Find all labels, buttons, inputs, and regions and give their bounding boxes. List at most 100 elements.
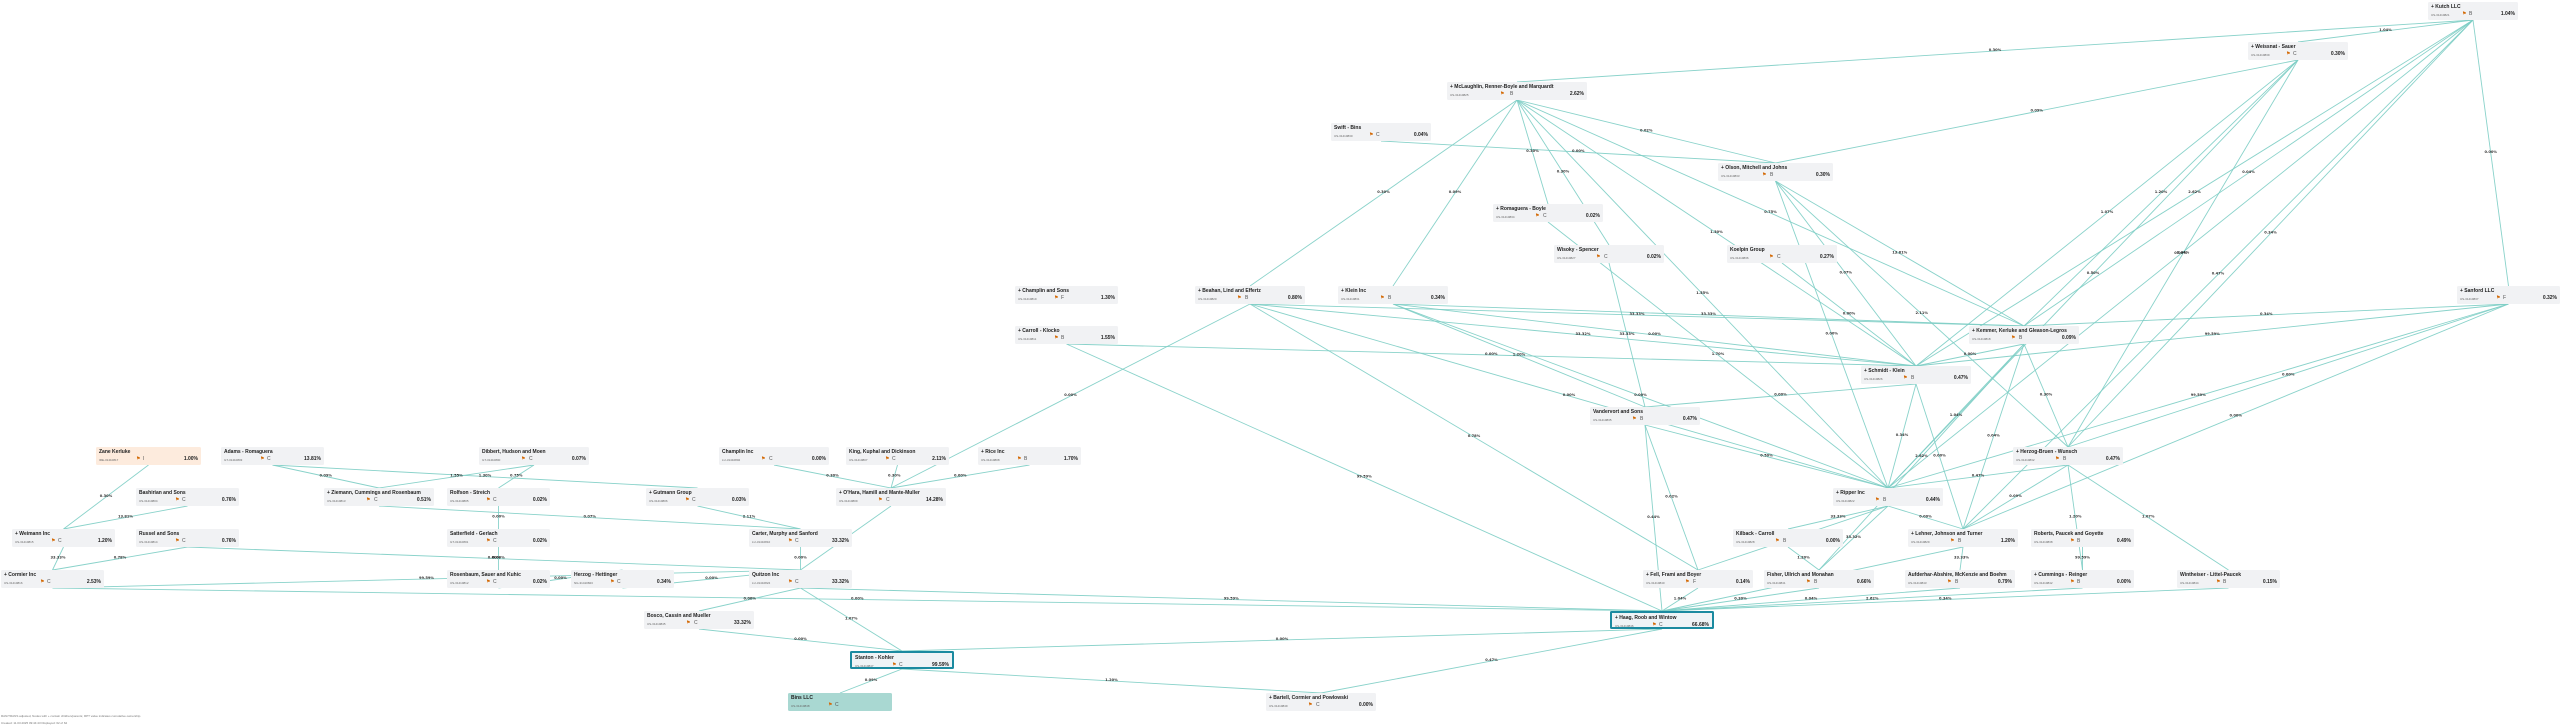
footer-note: RAN/TRANS adjusted, Nodes with + contain… xyxy=(1,714,142,718)
ownership-percent: 0.04% xyxy=(1413,132,1428,138)
entity-name: Zane Kerluke xyxy=(99,449,131,455)
entity-type-icon: B xyxy=(2077,579,2081,585)
entity-registry-id: LU-31410810 xyxy=(752,540,771,544)
entity-type-icon: C xyxy=(835,702,839,708)
entity-name: Koelpin Group xyxy=(1730,247,1765,253)
ownership-edge xyxy=(1887,343,2025,489)
entity-name: King, Kuphal and Dickinson xyxy=(849,449,916,455)
entity-name: + Ripper Inc xyxy=(1836,490,1865,496)
flag-icon: ⚑ xyxy=(486,497,491,503)
flag-icon: ⚑ xyxy=(788,538,793,544)
ownership-edge xyxy=(1516,99,1889,489)
edge-percent-label: 0.44% xyxy=(1647,515,1660,519)
edge-percent-label: 0.78% xyxy=(1468,434,1481,438)
edge-percent-label: 1.07% xyxy=(2142,515,2155,519)
edge-percent-label: 33.32% xyxy=(1576,332,1591,336)
ownership-edge xyxy=(1887,383,1917,489)
entity-name: Quitzon Inc xyxy=(752,572,780,578)
ownership-edge xyxy=(800,587,1663,612)
entity-name: + Klein Inc xyxy=(1341,288,1367,294)
ownership-edge xyxy=(890,464,1030,489)
entity-type-icon: F xyxy=(1061,295,1065,301)
ownership-percent: 1.20% xyxy=(2000,538,2015,544)
entity-name: Stanton - Kohler xyxy=(855,655,894,661)
edge-percent-label: 0.04% xyxy=(1805,597,1818,601)
entity-registry-id: US-31410813 xyxy=(327,499,346,503)
ownership-edge xyxy=(1959,546,1964,571)
edge-percent-label: 0.30% xyxy=(2040,393,2053,397)
ownership-edge xyxy=(1661,587,1961,612)
ownership-edge xyxy=(498,464,535,489)
entity-registry-id: US-31410808 xyxy=(981,458,1000,462)
entity-name: + Carroll - Klocko xyxy=(1018,328,1060,334)
edge-percent-label: 0.00% xyxy=(492,515,505,519)
entity-registry-id: US-31410837 xyxy=(2460,297,2479,301)
entity-name: Russel and Sons xyxy=(139,531,180,537)
entity-node-mclaughlin[interactable]: + McLaughlin, Renner-Boyle and Marquardt… xyxy=(1447,82,1587,100)
ownership-edge xyxy=(272,464,698,489)
edge-percent-label: 2.62% xyxy=(1915,454,1928,458)
flag-icon: ⚑ xyxy=(686,620,691,626)
flag-icon: ⚑ xyxy=(1685,579,1690,585)
edge-percent-label: 0.34% xyxy=(2260,312,2273,316)
entity-name: Bosco, Cassin and Mueller xyxy=(647,613,711,619)
flag-icon: ⚑ xyxy=(175,497,180,503)
edge-percent-label: 0.78% xyxy=(114,556,127,560)
ownership-edge xyxy=(1962,19,2474,530)
entity-type-icon: B xyxy=(1958,538,1962,544)
ownership-percent: 0.03% xyxy=(731,497,746,503)
ownership-edge xyxy=(2472,19,2509,287)
ownership-edge xyxy=(1516,99,2025,327)
edge-percent-label: 99.59% xyxy=(2205,332,2220,336)
